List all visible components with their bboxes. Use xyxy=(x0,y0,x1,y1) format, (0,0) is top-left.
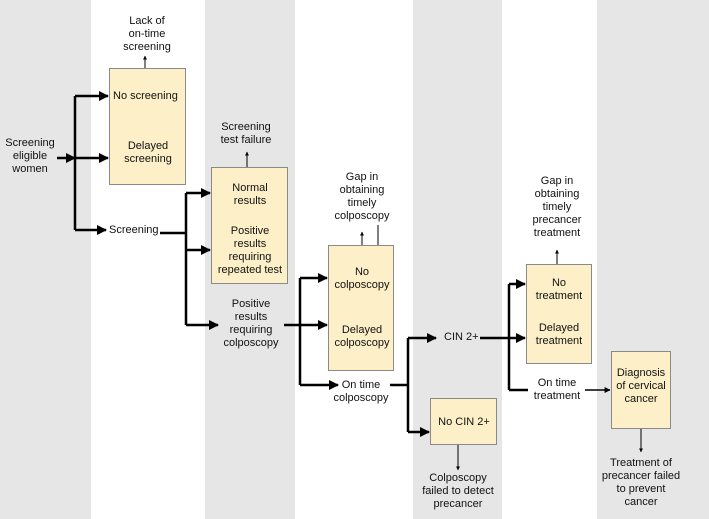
colposcopy-box xyxy=(328,245,394,371)
cin2-label: CIN 2+ xyxy=(444,331,479,343)
screening-label: Screening xyxy=(109,224,159,236)
no-cin2-label: No CIN 2+ xyxy=(438,416,490,428)
stage-band-screening xyxy=(0,0,91,519)
treatment-box xyxy=(526,264,592,364)
diagnosis-box xyxy=(611,351,671,429)
screening-box xyxy=(109,68,186,185)
stage-band-treatment-outcome xyxy=(597,0,709,519)
results-box xyxy=(211,167,288,284)
no-screening-label: No screening xyxy=(113,90,178,102)
no-cin2-box xyxy=(430,398,497,445)
